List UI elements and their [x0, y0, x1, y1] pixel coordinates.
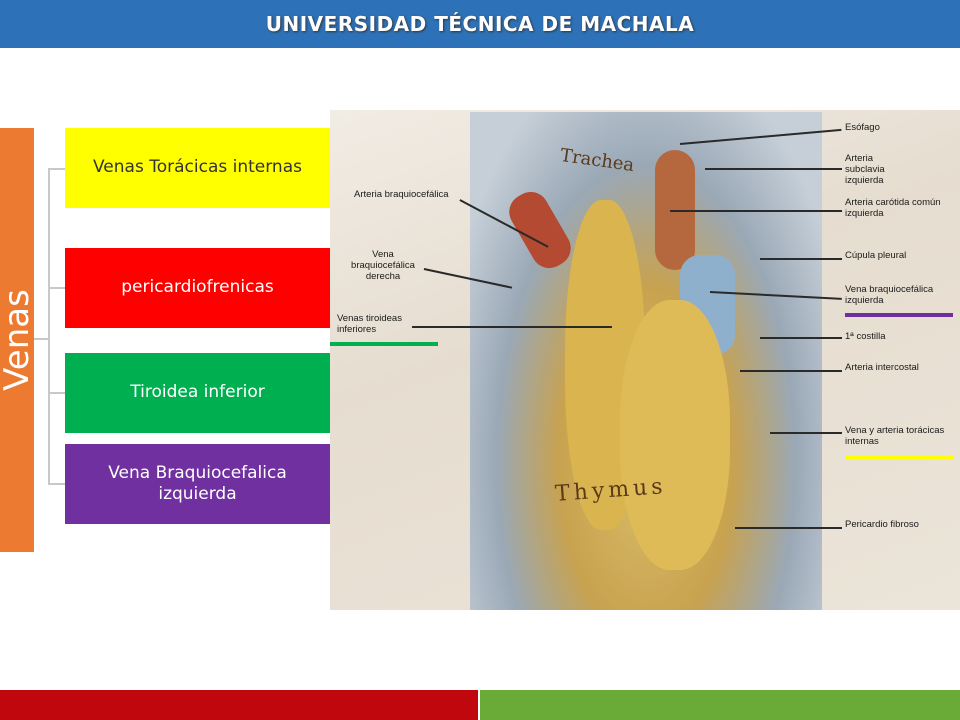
label-arteria-carotida: Arteria carótida común izquierda: [845, 197, 941, 219]
leader-line: [760, 258, 842, 260]
label-venas-tiroideas-inferiores: Venas tiroideas inferiores: [337, 313, 402, 335]
label-arteria-intercostal: Arteria intercostal: [845, 362, 919, 373]
leader-line: [735, 527, 842, 529]
marker-yellow: [845, 455, 953, 459]
box-vena-braquiocefalica: Vena Braquiocefalica izquierda: [65, 444, 330, 524]
category-bar: [0, 128, 34, 552]
label-arteria-subclavia: Arteria subclavia izquierda: [845, 153, 885, 186]
leader-line: [770, 432, 842, 434]
connector-root: [34, 338, 48, 340]
connector-branch-1: [48, 168, 65, 170]
box-venas-toracicas: Venas Torácicas internas: [65, 128, 330, 208]
category-label: Venas: [0, 289, 37, 391]
connector-branch-4: [48, 483, 65, 485]
label-pericardio-fibroso: Pericardio fibroso: [845, 519, 919, 530]
connector-trunk: [48, 168, 50, 484]
label-arteria-braquiocefalica: Arteria braquiocefálica: [354, 189, 449, 200]
leader-line: [760, 337, 842, 339]
label-cupula-pleural: Cúpula pleural: [845, 250, 907, 261]
label-esofago: Esófago: [845, 122, 880, 133]
label-vena-braquiocefalica-derecha: Vena braquiocefálica derecha: [351, 249, 415, 282]
label-primera-costilla: 1ª costilla: [845, 331, 886, 342]
box-tiroidea-inferior: Tiroidea inferior: [65, 353, 330, 433]
connector-branch-3: [48, 392, 65, 394]
marker-green: [330, 342, 438, 346]
label-vena-arteria-toracicas: Vena y arteria torácicas internas: [845, 425, 945, 447]
label-vena-braquiocefalica-izquierda: Vena braquiocefálica izquierda: [845, 284, 934, 306]
leader-line: [412, 326, 612, 328]
connector-branch-2: [48, 287, 65, 289]
title-bar: UNIVERSIDAD TÉCNICA DE MACHALA: [0, 0, 960, 48]
footer-bar-left: [0, 690, 478, 720]
leader-line: [670, 210, 842, 212]
footer-bar-right: [480, 690, 960, 720]
box-pericardiofrenicas: pericardiofrenicas: [65, 248, 330, 328]
thymus-right-lobe: [620, 300, 730, 570]
marker-purple: [845, 313, 953, 317]
university-title: UNIVERSIDAD TÉCNICA DE MACHALA: [265, 12, 695, 36]
leader-line: [740, 370, 842, 372]
leader-line: [705, 168, 842, 170]
